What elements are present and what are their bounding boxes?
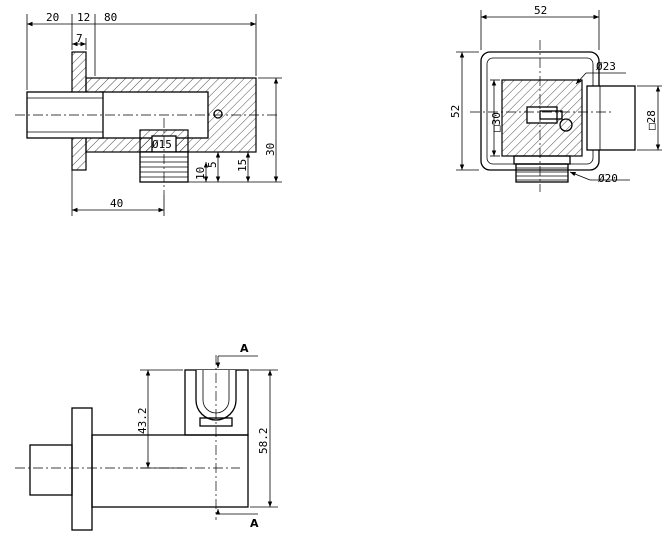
dim-5: 5 xyxy=(206,161,219,168)
dim-dia-23: Ø23 xyxy=(596,60,616,73)
dim-43-2: 43.2 xyxy=(136,408,149,435)
dim-10: 10 xyxy=(194,167,207,180)
dim-52-left: 52 xyxy=(449,105,462,118)
front-view: 20 12 80 7 30 15 5 10 Ø15 40 xyxy=(15,11,282,216)
dim-sq-28: □28 xyxy=(645,110,658,130)
pipe xyxy=(29,444,73,496)
dim-80: 80 xyxy=(104,11,117,24)
dim-58-2: 58.2 xyxy=(257,428,270,455)
dim-52-top: 52 xyxy=(534,4,547,17)
body xyxy=(91,434,249,508)
dim-dia-20: Ø20 xyxy=(598,172,618,185)
side-view: 52 52 □30 □28 Ø23 Ø20 xyxy=(449,4,662,192)
holder xyxy=(586,85,636,151)
dim-12: 12 xyxy=(77,11,90,24)
dim-40: 40 xyxy=(110,197,123,210)
bottom-thread xyxy=(515,163,569,183)
bottom-view: 43.2 58.2 A A xyxy=(15,342,278,531)
dim-30: 30 xyxy=(264,143,277,156)
dim-dia-15: Ø15 xyxy=(152,138,172,151)
set-screw-hole xyxy=(213,109,223,119)
dim-sq-30: □30 xyxy=(490,112,503,132)
section-label-top: A xyxy=(240,342,249,355)
dim-7: 7 xyxy=(76,32,83,45)
section-label-bottom: A xyxy=(250,517,259,530)
dim-15: 15 xyxy=(236,159,249,172)
flange-plate xyxy=(71,407,93,531)
bottom-nut xyxy=(513,155,571,165)
dim-20: 20 xyxy=(46,11,59,24)
